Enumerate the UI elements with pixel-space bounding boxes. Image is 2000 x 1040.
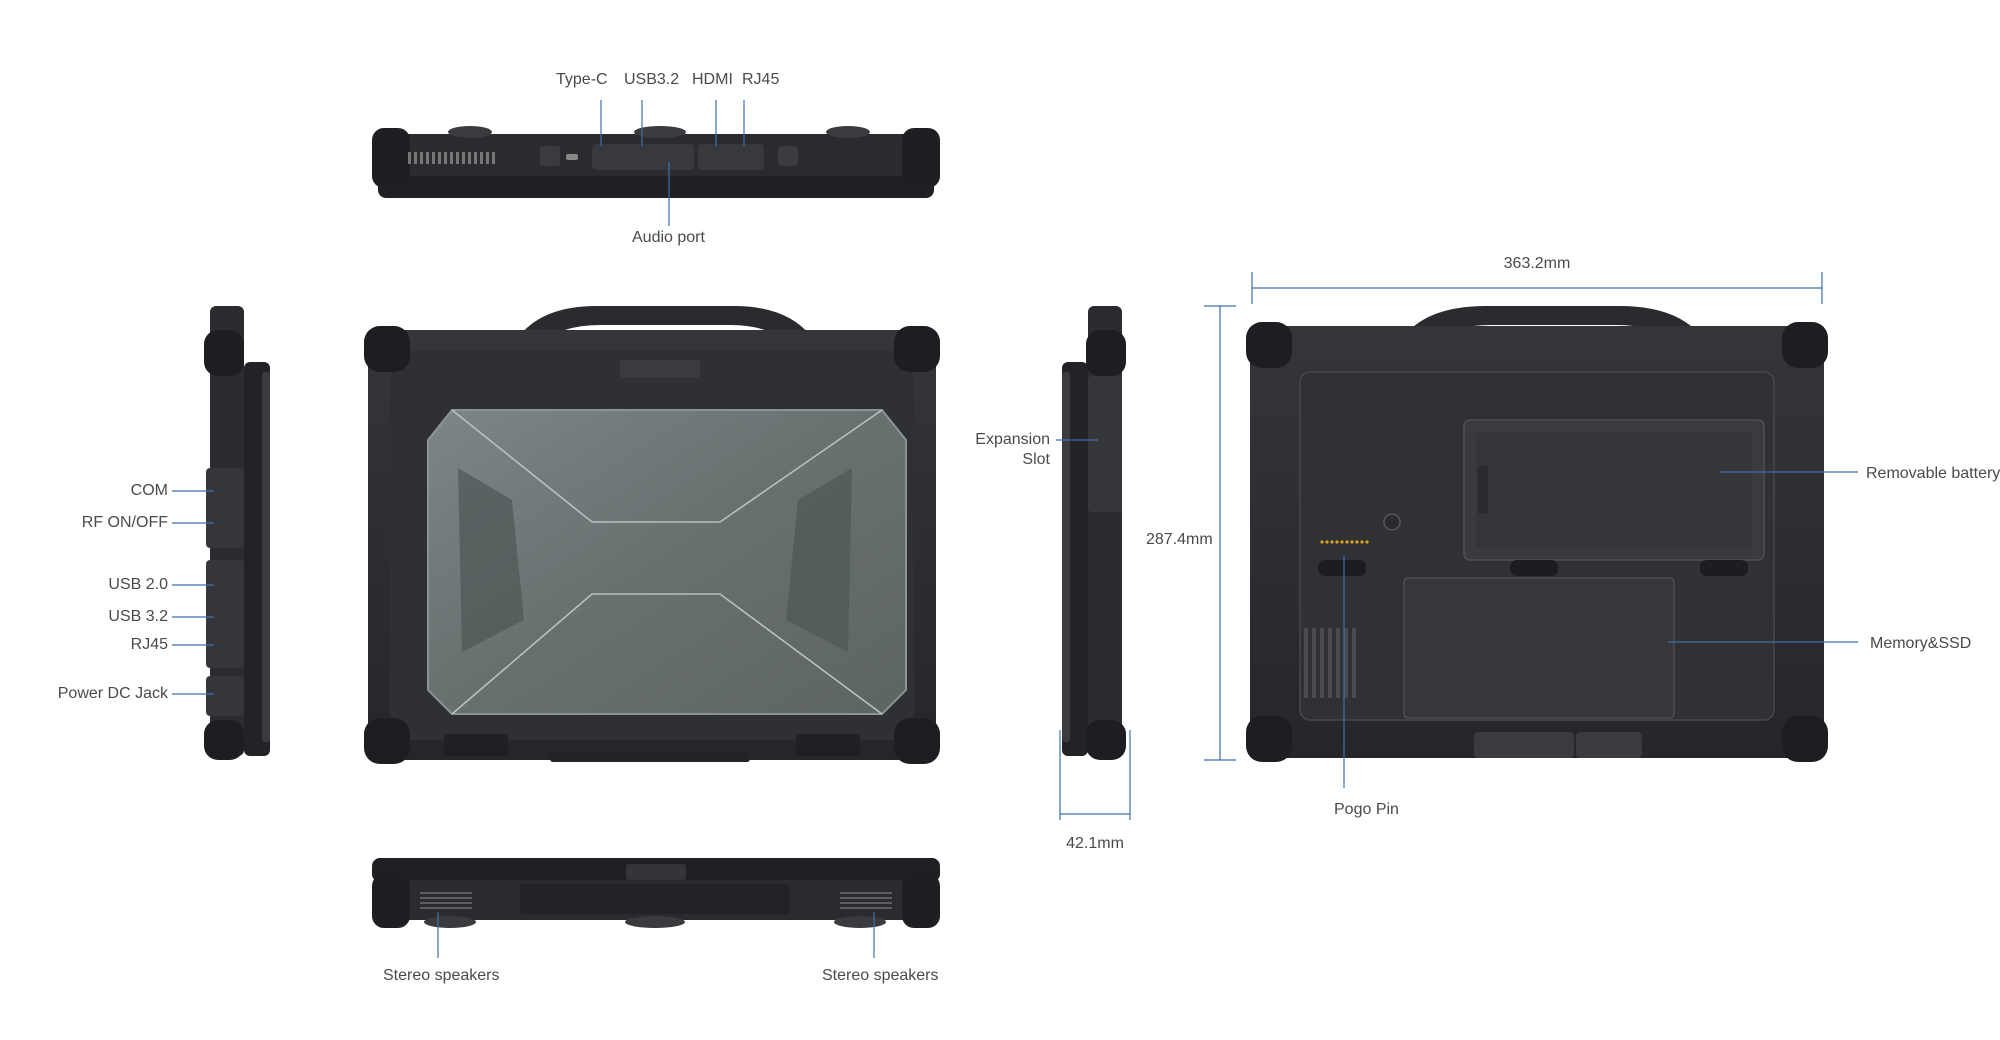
label-usb20: USB 2.0 — [108, 576, 168, 593]
power-port-cover — [206, 676, 244, 716]
height-dimension — [1204, 305, 1236, 761]
label-usb32-top: USB3.2 — [624, 71, 680, 88]
label-hdmi: HDMI — [692, 71, 733, 88]
label-removable-battery: Removable battery — [1866, 465, 2000, 482]
label-pogo-pin: Pogo Pin — [1334, 801, 1399, 818]
speaker-grill-right — [840, 892, 892, 909]
port-cover — [778, 146, 798, 166]
label-thickness: 42.1mm — [1066, 835, 1124, 852]
bumper-bottom — [204, 720, 244, 760]
label-audio-port: Audio port — [632, 229, 705, 246]
label-width: 363.2mm — [1503, 255, 1571, 272]
usb-port-cover — [206, 560, 244, 668]
memory-ssd-cover — [1403, 577, 1675, 719]
label-stereo-speakers-right: Stereo speakers — [822, 967, 939, 984]
label-expansion-line2: Slot — [1022, 451, 1050, 468]
corner-bumper-left — [372, 128, 410, 188]
speaker-grill-left — [420, 892, 472, 909]
top-edge-view — [372, 100, 940, 226]
front-lid-view — [364, 305, 940, 764]
latch — [620, 360, 700, 378]
pogo-pins — [1320, 540, 1369, 544]
label-rj45-top: RJ45 — [742, 71, 780, 88]
label-type-c: Type-C — [556, 71, 608, 88]
corner-bumper-right — [902, 128, 940, 188]
expansion-slot — [1088, 376, 1122, 512]
carry-handle — [1405, 305, 1700, 345]
carry-handle — [520, 305, 810, 345]
label-rj45-left: RJ45 — [130, 636, 168, 653]
back-view — [1204, 272, 1858, 788]
label-height: 287.4mm — [1146, 531, 1213, 548]
label-rf-switch: RF ON/OFF — [81, 514, 168, 531]
bottom-edge-view — [372, 858, 940, 958]
label-usb32-left: USB 3.2 — [108, 608, 168, 625]
type-c-port — [566, 154, 578, 160]
port-cover — [540, 146, 560, 166]
label-power-dc-jack: Power DC Jack — [57, 685, 168, 702]
left-edge-view — [172, 306, 270, 760]
thickness-dimension — [1059, 730, 1131, 820]
width-dimension — [1251, 272, 1823, 304]
hdmi-rj45-cover — [698, 144, 764, 170]
label-memory-ssd: Memory&SSD — [1870, 635, 1972, 652]
label-expansion-line1: Expansion — [975, 431, 1050, 448]
bumper-top — [204, 330, 244, 376]
label-com: COM — [130, 482, 168, 499]
usb-port-cover — [592, 144, 694, 170]
right-edge-view — [1056, 306, 1131, 820]
com-port-cover — [206, 468, 244, 548]
label-stereo-speakers-left: Stereo speakers — [383, 967, 500, 984]
